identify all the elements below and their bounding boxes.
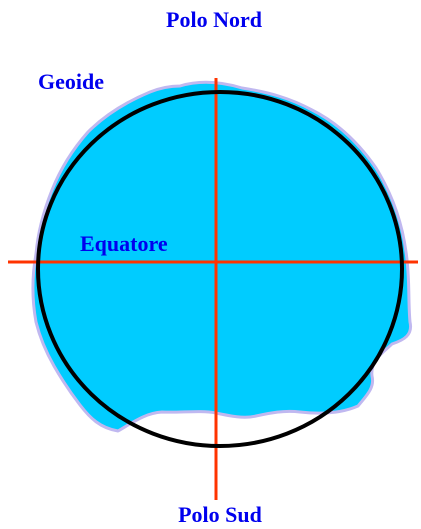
south-pole-label: Polo Sud (178, 502, 262, 527)
geoid-label: Geoide (38, 69, 104, 94)
equator-label: Equatore (80, 231, 168, 256)
north-pole-label: Polo Nord (166, 7, 262, 32)
geoid-shape (31, 80, 413, 433)
reference-ellipsoid (36, 90, 404, 448)
